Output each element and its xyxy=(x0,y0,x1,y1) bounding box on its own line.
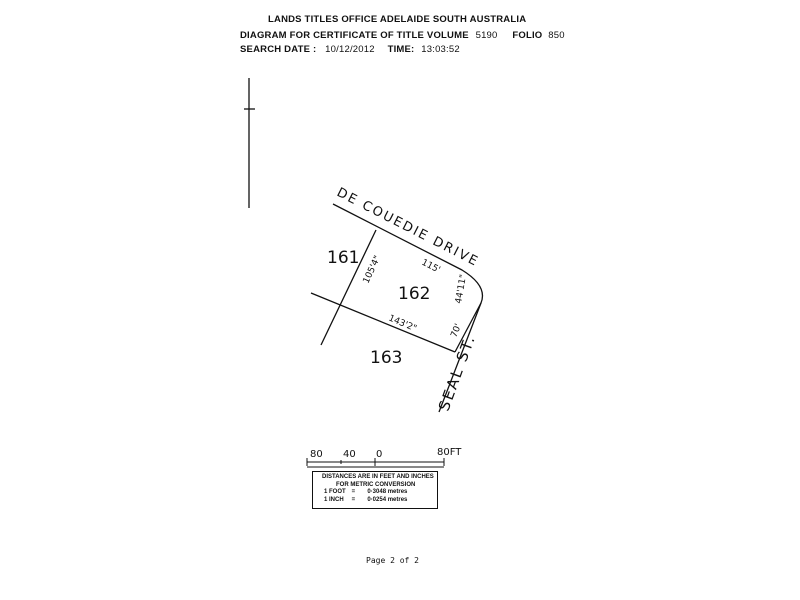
diagram-label: DIAGRAM FOR CERTIFICATE OF TITLE VOLUME xyxy=(240,30,469,41)
boundary-lot162-east xyxy=(454,302,482,353)
folio-label: FOLIO xyxy=(512,30,543,41)
lot-163-label: 163 xyxy=(370,348,402,368)
value-inch: 0·0254 metres xyxy=(367,496,408,503)
metric-conversion-box: DISTANCES ARE IN FEET AND INCHES FOR MET… xyxy=(312,471,438,509)
conversion-subtitle: FOR METRIC CONVERSION xyxy=(336,481,416,488)
search-date-label: SEARCH DATE : xyxy=(240,44,317,55)
unit-foot: 1 FOOT xyxy=(324,489,346,495)
dim-lot162-west: 105'4" xyxy=(362,254,384,285)
dim-lot162-east: 70' xyxy=(450,322,464,339)
header-line-3: SEARCH DATE : 10/12/2012 TIME: 13:03:52 xyxy=(240,44,460,55)
conversion-row-foot: 1 FOOT = 0·3048 metres xyxy=(316,489,434,497)
time-value: 13:03:52 xyxy=(421,44,460,55)
header-line-1: LANDS TITLES OFFICE ADELAIDE SOUTH AUSTR… xyxy=(268,14,526,25)
unit-inch: 1 INCH xyxy=(324,496,344,503)
dim-corner-arc: 44'11" xyxy=(454,274,469,305)
search-date-value: 10/12/2012 xyxy=(325,44,375,55)
eq-inch: = xyxy=(351,496,356,503)
conversion-title: DISTANCES ARE IN FEET AND INCHES xyxy=(322,474,434,480)
dim-lot162-north: 115' xyxy=(420,258,442,276)
scale-label-80-left: 80 xyxy=(310,449,323,460)
volume-value: 5190 xyxy=(475,30,498,41)
boundary-161-162 xyxy=(320,229,377,346)
time-label: TIME: xyxy=(387,44,415,55)
lot-161-label: 161 xyxy=(327,248,359,268)
scale-bar xyxy=(306,458,445,468)
scale-label-40: 40 xyxy=(343,449,356,460)
boundary-162-163 xyxy=(310,292,456,353)
conversion-row-inch: 1 INCH = 0·0254 metres xyxy=(316,497,434,505)
eq-foot: = xyxy=(351,489,356,495)
lot-162-label: 162 xyxy=(398,284,430,304)
road-boundary xyxy=(332,203,484,413)
folio-value: 850 xyxy=(548,30,565,41)
street-seal-st: SEAL ST. xyxy=(435,332,479,413)
scale-label-80ft: 80FT xyxy=(437,447,462,458)
scale-label-0: 0 xyxy=(376,449,382,460)
value-foot: 0·3048 metres xyxy=(367,489,408,495)
header-line-2: DIAGRAM FOR CERTIFICATE OF TITLE VOLUME … xyxy=(240,30,565,41)
page-number: Page 2 of 2 xyxy=(366,556,419,565)
office-title: LANDS TITLES OFFICE ADELAIDE SOUTH AUSTR… xyxy=(268,14,527,25)
dim-lot162-south: 143'2" xyxy=(387,314,418,335)
